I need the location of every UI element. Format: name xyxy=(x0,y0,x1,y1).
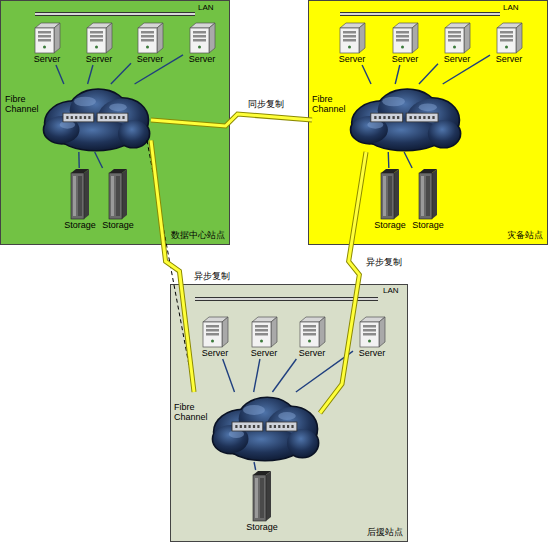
server-icon xyxy=(388,22,422,54)
server-label: Server xyxy=(131,54,169,65)
server-label: Server xyxy=(80,54,118,65)
storage-node: Storage xyxy=(100,168,136,231)
server-node: Server xyxy=(183,22,221,65)
server-icon xyxy=(30,22,64,54)
fibre-channel-cloud: Fibre Channel xyxy=(312,84,462,152)
lan-label-holder: LAN xyxy=(198,3,214,12)
server-node: Server xyxy=(293,316,331,359)
server-label: Server xyxy=(293,348,331,359)
server-icon xyxy=(335,22,369,54)
storage-node: Storage xyxy=(62,168,98,231)
server-icon xyxy=(82,22,116,54)
server-node: Server xyxy=(333,22,371,65)
fabric-label: Fibre Channel xyxy=(5,94,39,114)
server-label: Server xyxy=(438,54,476,65)
server-node: Server xyxy=(245,316,283,359)
server-label: Server xyxy=(386,54,424,65)
server-icon xyxy=(440,22,474,54)
site-label: 灾备站点 xyxy=(507,230,543,241)
server-node: Server xyxy=(438,22,476,65)
storage-icon xyxy=(107,168,129,220)
storage-node: Storage xyxy=(410,168,446,231)
storage-node: Storage xyxy=(244,470,280,533)
server-icon xyxy=(198,316,232,348)
cloud-shape xyxy=(210,392,320,462)
storage-icon xyxy=(251,470,273,522)
cloud-shape xyxy=(41,84,151,152)
storage-node: Storage xyxy=(372,168,408,231)
lan-label: LAN xyxy=(383,286,399,295)
server-label: Server xyxy=(245,348,283,359)
lan-label-holder: LAN xyxy=(383,286,399,295)
fibre-link xyxy=(78,152,79,168)
cloud-shape xyxy=(348,84,462,152)
site-label-holder: 灾备站点 xyxy=(507,230,543,241)
server-node: Server xyxy=(196,316,234,359)
server-node: Server xyxy=(353,316,391,359)
fibre-channel-cloud: Fibre Channel xyxy=(5,84,151,152)
site-label-holder: 后援站点 xyxy=(367,527,403,538)
site-region: Server Server Server ServerFibre ChannelSto… xyxy=(308,0,548,245)
replication-label-holder: 同步复制 xyxy=(246,99,286,110)
server-node: Server xyxy=(386,22,424,65)
server-icon xyxy=(492,22,526,54)
site-label: 后援站点 xyxy=(367,527,403,538)
server-label: Server xyxy=(333,54,371,65)
server-label: Server xyxy=(28,54,66,65)
replication-label: 同步复制 xyxy=(246,99,286,110)
lan-label-holder: LAN xyxy=(503,3,519,12)
site-region: Server Server Server ServerFibre ChannelSto… xyxy=(170,284,408,542)
fibre-channel-cloud: Fibre Channel xyxy=(174,392,320,462)
fabric-label: Fibre Channel xyxy=(312,94,346,114)
server-icon xyxy=(133,22,167,54)
server-node: Server xyxy=(131,22,169,65)
server-label: Server xyxy=(490,54,528,65)
site-label-holder: 数据中心站点 xyxy=(171,230,225,241)
lan-label: LAN xyxy=(503,3,519,12)
server-label: Server xyxy=(353,348,391,359)
storage-icon xyxy=(417,168,439,220)
storage-label: Storage xyxy=(100,220,136,231)
storage-icon xyxy=(69,168,91,220)
storage-label: Storage xyxy=(244,522,280,533)
lan-label: LAN xyxy=(198,3,214,12)
replication-label-holder: 异步复制 xyxy=(192,271,232,282)
server-node: Server xyxy=(80,22,118,65)
server-icon xyxy=(185,22,219,54)
replication-label-holder: 异步复制 xyxy=(364,257,404,268)
site-label: 数据中心站点 xyxy=(171,230,225,241)
replication-label: 异步复制 xyxy=(192,271,232,282)
server-icon xyxy=(295,316,329,348)
server-label: Server xyxy=(183,54,221,65)
storage-label: Storage xyxy=(62,220,98,231)
storage-label: Storage xyxy=(410,220,446,231)
server-icon xyxy=(355,316,389,348)
server-node: Server xyxy=(28,22,66,65)
storage-label: Storage xyxy=(372,220,408,231)
server-node: Server xyxy=(490,22,528,65)
server-label: Server xyxy=(196,348,234,359)
server-icon xyxy=(247,316,281,348)
replication-label: 异步复制 xyxy=(364,257,404,268)
fabric-label: Fibre Channel xyxy=(174,402,208,422)
storage-icon xyxy=(379,168,401,220)
